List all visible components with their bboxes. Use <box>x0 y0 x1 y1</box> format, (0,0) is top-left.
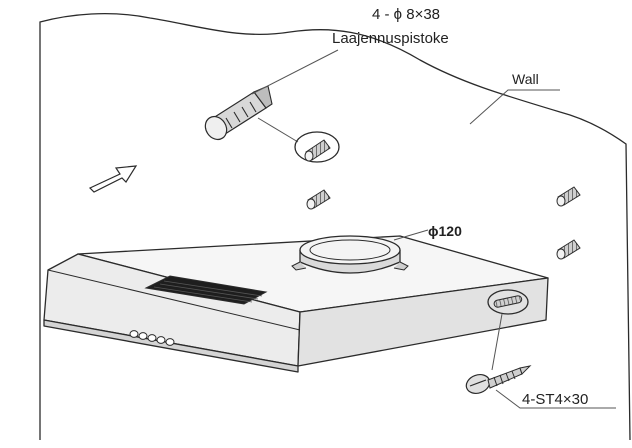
anchor-spec-label: 4 - ϕ 8×38 <box>372 6 440 23</box>
duct-diameter-label: ϕ120 <box>428 223 462 239</box>
wall-anchor-right-bottom <box>556 239 581 260</box>
wall-anchor-right-top <box>556 186 581 207</box>
direction-arrow-icon <box>88 165 138 193</box>
screw-spec-label: 4-ST4×30 <box>522 391 588 408</box>
wall-outline <box>39 12 631 441</box>
filter-vent <box>144 275 268 305</box>
anchor-leader-line <box>251 49 339 95</box>
duct-collar <box>291 235 409 274</box>
screw-label-leader <box>495 389 616 409</box>
screw <box>465 365 532 395</box>
wall-label: Wall <box>512 71 539 87</box>
anchor-detail-leader <box>257 117 299 143</box>
wall-label-leader <box>469 89 560 125</box>
control-buttons <box>129 330 175 346</box>
wall-anchor-left <box>306 189 331 210</box>
screw-leader-line <box>491 313 503 371</box>
duct-leader-line <box>393 229 429 241</box>
installed-anchor-circled <box>294 131 340 163</box>
anchor-name-label: Laajennuspistoke <box>332 30 449 47</box>
range-hood <box>43 235 549 373</box>
mounting-slot-circled <box>487 289 529 315</box>
expansion-anchor <box>204 85 273 141</box>
